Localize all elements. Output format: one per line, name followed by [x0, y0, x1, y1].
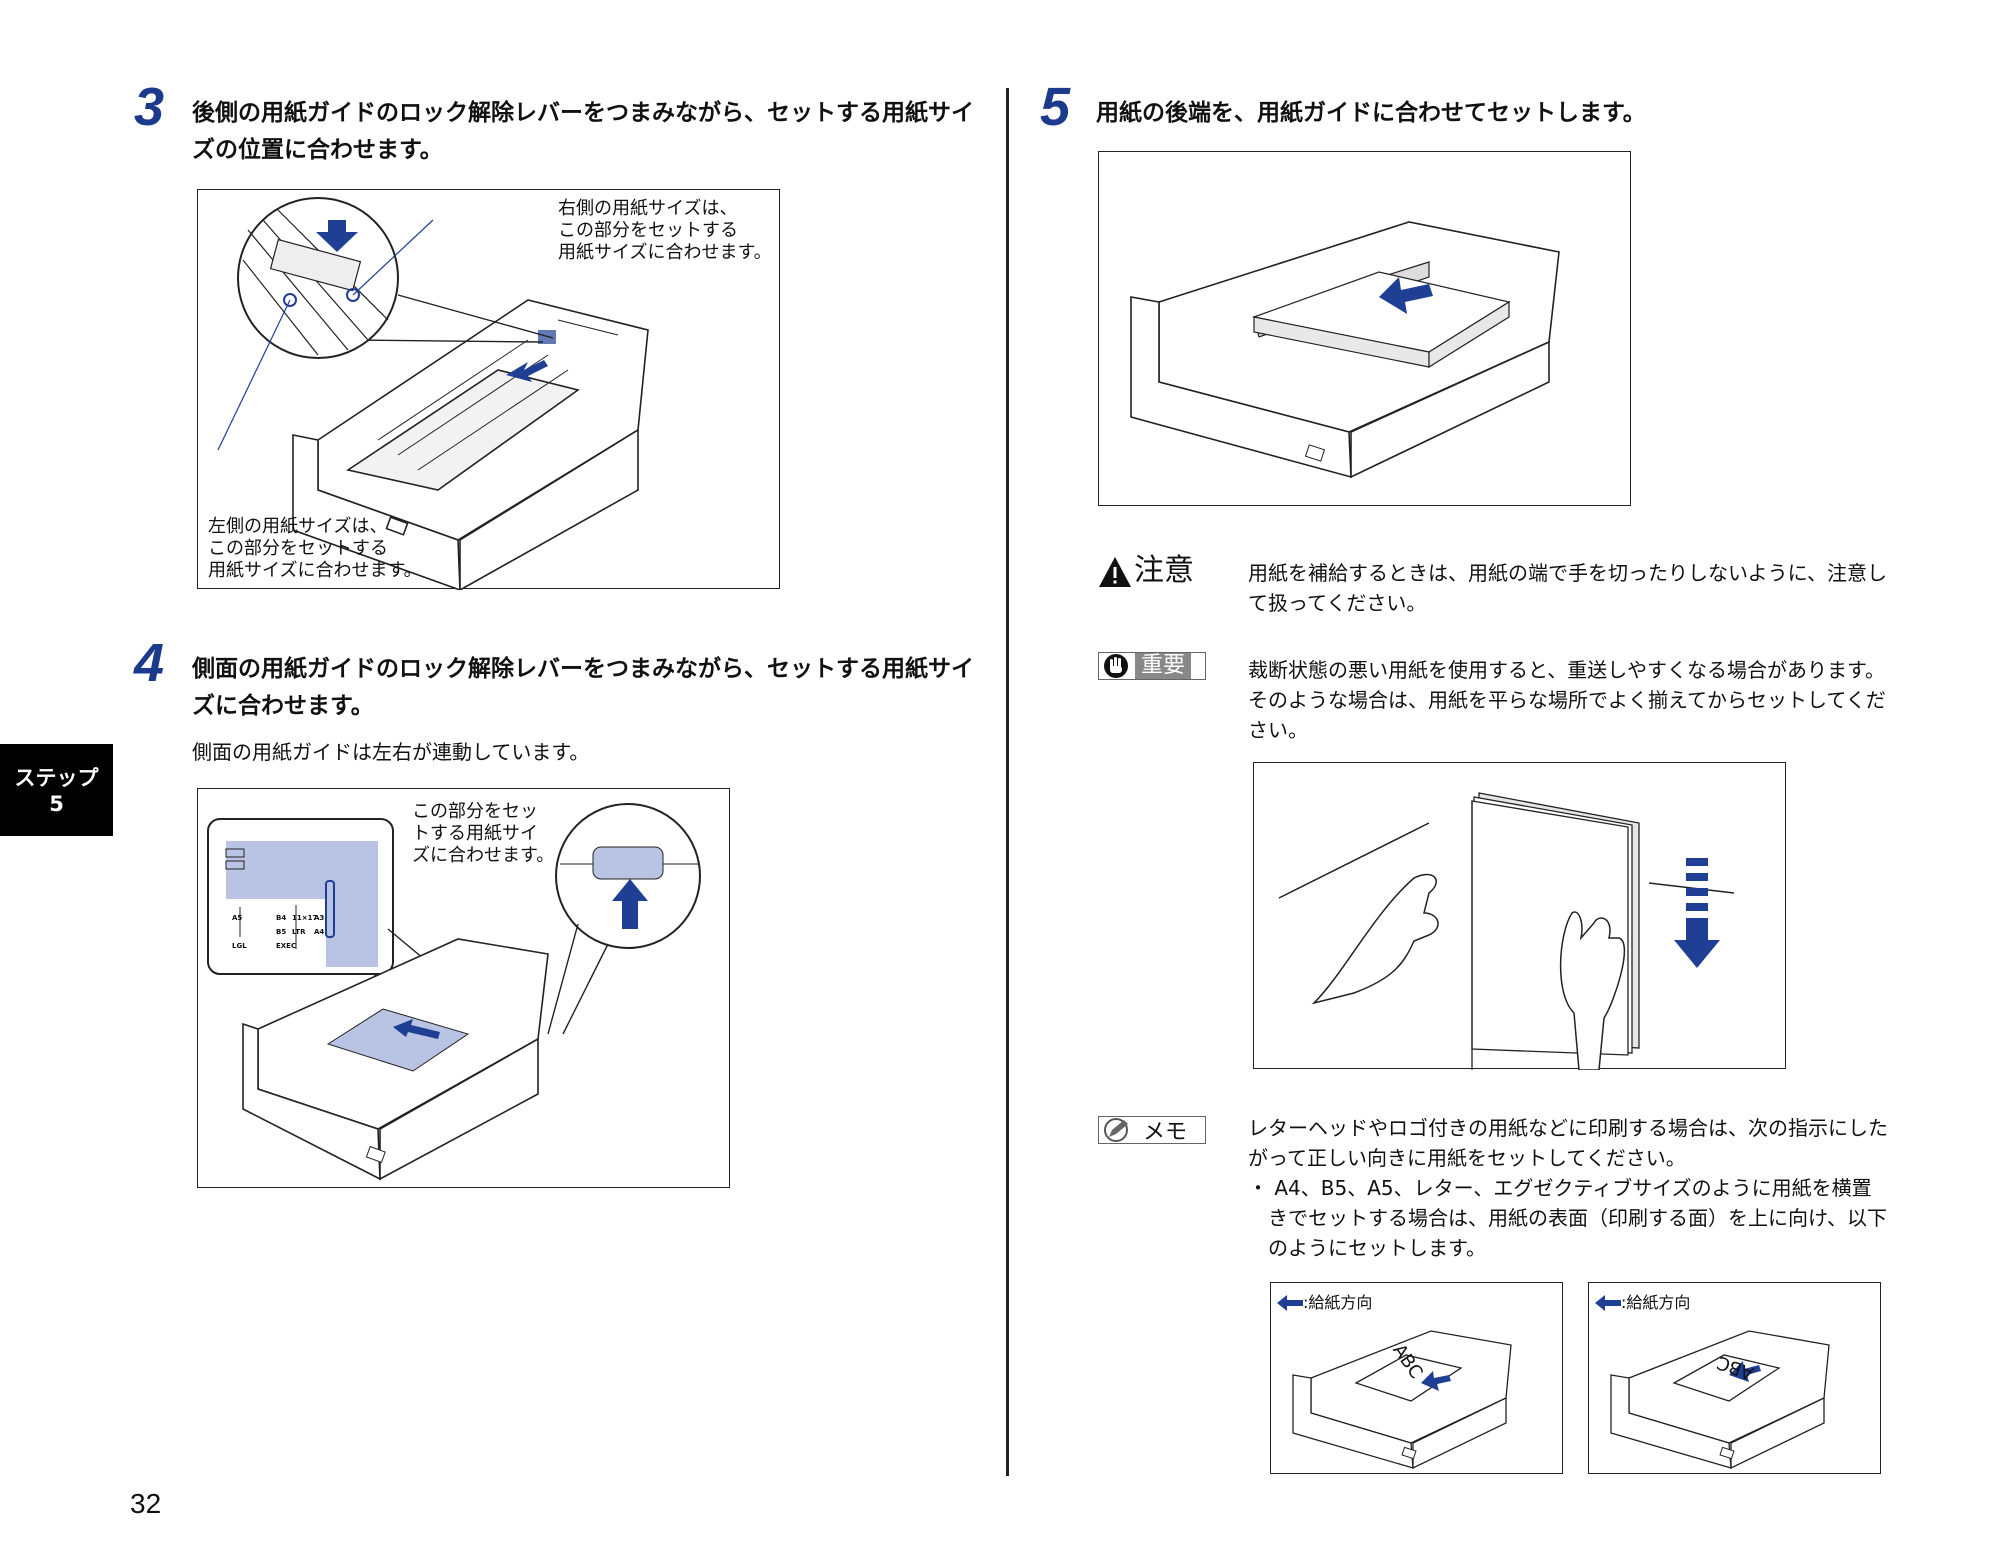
step-3-figure: 右側の用紙サイズは、 この部分をセットする 用紙サイズに合わせます。 左側の用紙… — [197, 189, 780, 590]
scale-label-a3: A3 — [314, 914, 325, 922]
step-3-number: 3 — [134, 77, 165, 137]
step-5-heading: 用紙の後端を、用紙ガイドに合わせてセットします。 — [1096, 100, 1646, 126]
warning-triangle-icon — [1099, 557, 1131, 587]
scale-label-b4: B4 — [276, 914, 287, 922]
memo-label: メモ — [1143, 1120, 1188, 1145]
scale-label-lgl: LGL — [232, 942, 247, 950]
step-side-tab: ステップ 5 — [0, 744, 113, 836]
scale-label-a5: A5 — [232, 914, 243, 922]
scale-label-11x17: 11×17 — [292, 914, 318, 922]
side-tab-line1: ステップ — [14, 766, 99, 790]
step-3-callout-right: 右側の用紙サイズは、 この部分をセットする 用紙サイズに合わせます。 — [558, 198, 772, 263]
scale-label-a4: A4 — [314, 928, 325, 936]
important-text-line1: 裁断状態の悪い用紙を使用すると、重送しやすくなる場合があります。 — [1248, 658, 1885, 682]
caution-text-line2: て扱ってください。 — [1248, 591, 1427, 615]
step-4-number: 4 — [134, 633, 165, 693]
memo-badge: メモ — [1098, 1116, 1206, 1145]
memo-text-line1: レターヘッドやロゴ付きの用紙などに印刷する場合は、次の指示にした — [1248, 1116, 1888, 1140]
step-3-callout-left: 左側の用紙サイズは、 この部分をセットする 用紙サイズに合わせます。 — [208, 516, 422, 581]
step-3-heading: 後側の用紙ガイドのロック解除レバーをつまみながら、セットする用紙サイ ズの位置に… — [192, 95, 1002, 169]
important-label: 重要 — [1135, 653, 1192, 679]
feed-direction-arrow-icon — [1277, 1295, 1303, 1311]
page-number: 32 — [130, 1488, 162, 1519]
column-divider — [1006, 88, 1009, 1476]
paper-alignment-figure — [1253, 762, 1786, 1070]
memo-text: レターヘッドやロゴ付きの用紙などに印刷する場合は、次の指示にした がって正しい向… — [1248, 1113, 1908, 1263]
memo-text-line2: がって正しい向きに用紙をセットしてください。 — [1248, 1146, 1686, 1170]
step-3-heading-line1: 後側の用紙ガイドのロック解除レバーをつまみながら、セットする用紙サイ — [192, 100, 974, 126]
feed-direction-arrow-icon — [1595, 1295, 1621, 1311]
memo-bullet-line1: ・ A4、B5、A5、レター、エグゼクティブサイズのように用紙を横置 — [1248, 1176, 1872, 1200]
caution-text-line1: 用紙を補給するときは、用紙の端で手を切ったりしないように、注意し — [1248, 561, 1887, 585]
orientation-figure-1: :給紙方向 ABC — [1270, 1282, 1563, 1474]
hand-stop-icon — [1104, 654, 1128, 678]
scale-label-ltr: LTR — [292, 928, 306, 936]
pencil-icon — [1104, 1118, 1128, 1142]
memo-bullet-line3: のようにセットします。 — [1268, 1236, 1486, 1260]
step-4-heading-line2: ズに合わせます。 — [192, 693, 374, 719]
feed-direction-label-2: :給紙方向 — [1621, 1293, 1691, 1312]
important-badge: 重要 — [1098, 652, 1206, 680]
step-4-heading: 側面の用紙ガイドのロック解除レバーをつまみながら、セットする用紙サイ ズに合わせ… — [192, 651, 1002, 725]
caution-label: 注意 — [1134, 553, 1194, 588]
important-text-line3: さい。 — [1248, 718, 1308, 742]
side-tab-line2: 5 — [49, 792, 64, 816]
important-text-line2: そのような場合は、用紙を平らな場所でよく揃えてからセットしてくだ — [1248, 688, 1886, 712]
scale-label-b5: B5 — [276, 928, 287, 936]
step-4-callout: この部分をセッ トする用紙サイ ズに合わせます。 — [412, 801, 555, 866]
feed-direction-label-1: :給紙方向 — [1303, 1293, 1373, 1312]
important-text: 裁断状態の悪い用紙を使用すると、重送しやすくなる場合があります。 そのような場合… — [1248, 655, 1908, 745]
step-3-heading-line2: ズの位置に合わせます。 — [192, 137, 443, 163]
memo-bullet-line2: きでセットする場合は、用紙の表面（印刷する面）を上に向け、以下 — [1268, 1206, 1887, 1230]
step-4-heading-line1: 側面の用紙ガイドのロック解除レバーをつまみながら、セットする用紙サイ — [192, 656, 974, 682]
scale-label-exec: EXEC — [276, 942, 297, 950]
caution-text: 用紙を補給するときは、用紙の端で手を切ったりしないように、注意し て扱ってくださ… — [1248, 558, 1898, 618]
step-4-figure: この部分をセッ トする用紙サイ ズに合わせます。 A5 B4 11×17 A3 … — [197, 788, 730, 1188]
orientation-figure-2: :給紙方向 ABC — [1588, 1282, 1881, 1474]
step-5-figure — [1098, 151, 1631, 506]
step-4-body: 側面の用紙ガイドは左右が連動しています。 — [192, 740, 590, 764]
step-5-number: 5 — [1040, 77, 1071, 137]
